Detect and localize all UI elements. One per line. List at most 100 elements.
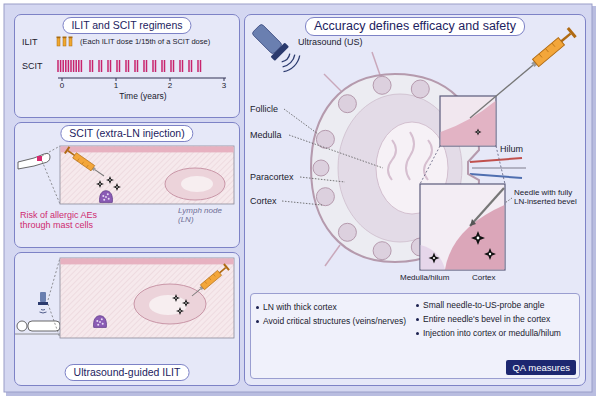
lymph-node-anatomy [282,54,300,72]
qa-heading: QA measures [506,360,576,375]
scit-illustration [113,183,121,191]
ilit-illustration [48,258,60,300]
frame [6,6,596,396]
lymph-node-anatomy [471,231,485,245]
scit-illustration [60,146,233,152]
ilit-illustration [182,299,190,307]
dose-timeline [57,37,227,82]
bullet-dot [416,318,419,321]
lymph-node-anatomy [373,76,391,94]
ilit-illustration [14,258,234,338]
dose-timeline [69,38,72,46]
ilit-illustration [14,334,64,335]
panel-heading: SCIT (extra-LN injection) [60,125,193,142]
regimen-panel: ILIT and SCIT regimens [14,14,240,118]
ilit-illustration [176,307,184,315]
ilit-illustration [149,295,187,315]
ilit-illustration [17,321,27,331]
lymph-node-anatomy [249,21,576,270]
ilit-illustration [172,294,180,302]
lymph-node-anatomy [470,188,504,226]
bullet-dot [256,320,259,323]
ilit-illustration [189,263,229,299]
lymph-node-anatomy [421,245,445,269]
ilit-illustration [60,258,234,338]
ilit-illustration [38,302,48,305]
lymph-node-anatomy [388,132,432,180]
part-label: Medulla/hilum [400,273,449,282]
bullet-item: Entire needle's bevel in the cortex [423,314,573,324]
ilit-panel: Ultrasound-guided ILIT [14,252,240,386]
panel-fill [244,14,586,386]
bullet-dot [416,332,419,335]
scit-illustration [64,146,106,179]
part-label: Paracortex [250,172,294,182]
lymph-node-anatomy [313,160,329,176]
axis-tick-label: 2 [168,81,172,90]
needle-label: Needle with fully LN-inserted bevel [514,188,584,206]
scit-illustration [181,176,213,192]
lymph-node-anatomy [475,129,482,136]
ilit-illustration [94,316,107,328]
lymph-node-anatomy [470,158,522,162]
lymph-node-anatomy [470,76,520,118]
scit-illustration [165,168,225,200]
lymph-node-anatomy [372,52,380,75]
scit-illustration [18,146,234,204]
lymph-node-anatomy [472,167,526,169]
leader-line [282,201,322,205]
panel-fill [251,294,580,379]
scit-illustration [37,156,42,161]
lymph-node-anatomy [316,188,334,206]
leader-line [284,109,318,134]
lymph-node-anatomy [338,95,356,113]
panel-heading: Accuracy defines efficacy and safety [305,17,525,36]
lymph-node-anatomy [325,245,340,266]
dose-timeline [63,37,67,39]
part-label: Cortex [472,273,496,282]
lymph-node-anatomy [420,184,505,270]
panel-heading: ILIT and SCIT regimens [62,17,191,34]
lymph-node-anatomy [249,21,289,61]
frame [4,4,592,392]
bullet-item: Small needle-to-US-probe angle [423,300,573,310]
row-label: ILIT [22,37,38,47]
ilit-illustration [40,292,46,302]
axis-title: Time (years) [119,92,166,102]
lymph-node-anatomy [420,146,440,184]
axis-tick-label: 1 [114,81,118,90]
lymph-node-anatomy [411,80,429,98]
axis-tick-label: 0 [60,81,64,90]
lymph-node-anatomy [324,74,342,92]
dose-timeline [63,38,66,46]
scit-illustration [100,191,113,203]
lymph-node-anatomy [271,43,289,61]
lymph-node-anatomy [470,219,476,226]
scit-illustration [18,153,50,169]
lymph-node-anatomy [516,27,577,81]
scit-illustration [96,180,104,188]
dose-timeline [57,38,60,46]
lymph-node-anatomy [373,242,391,260]
dose-timeline [58,78,226,79]
ilit-illustration [48,304,60,338]
bullet-item: LN with thick cortex [263,302,411,312]
bullet-item: Injection into cortex or medulla/hilum [423,328,573,338]
dose-timeline [62,78,224,81]
part-label: Cortex [250,196,277,206]
panel-fill [14,252,240,386]
panel-fill [14,14,586,386]
bullet-dot [416,304,419,307]
qa-box: QA measuresLN with thick cortexAvoid cri… [250,293,580,379]
bullet-dot [256,306,259,309]
lymph-node-anatomy [445,205,504,269]
lymph-node-anatomy [484,248,496,260]
lymph-node-anatomy [316,130,334,148]
scit-illustration [106,176,114,184]
scit-illustration [42,161,60,204]
panel-fill [14,122,240,248]
